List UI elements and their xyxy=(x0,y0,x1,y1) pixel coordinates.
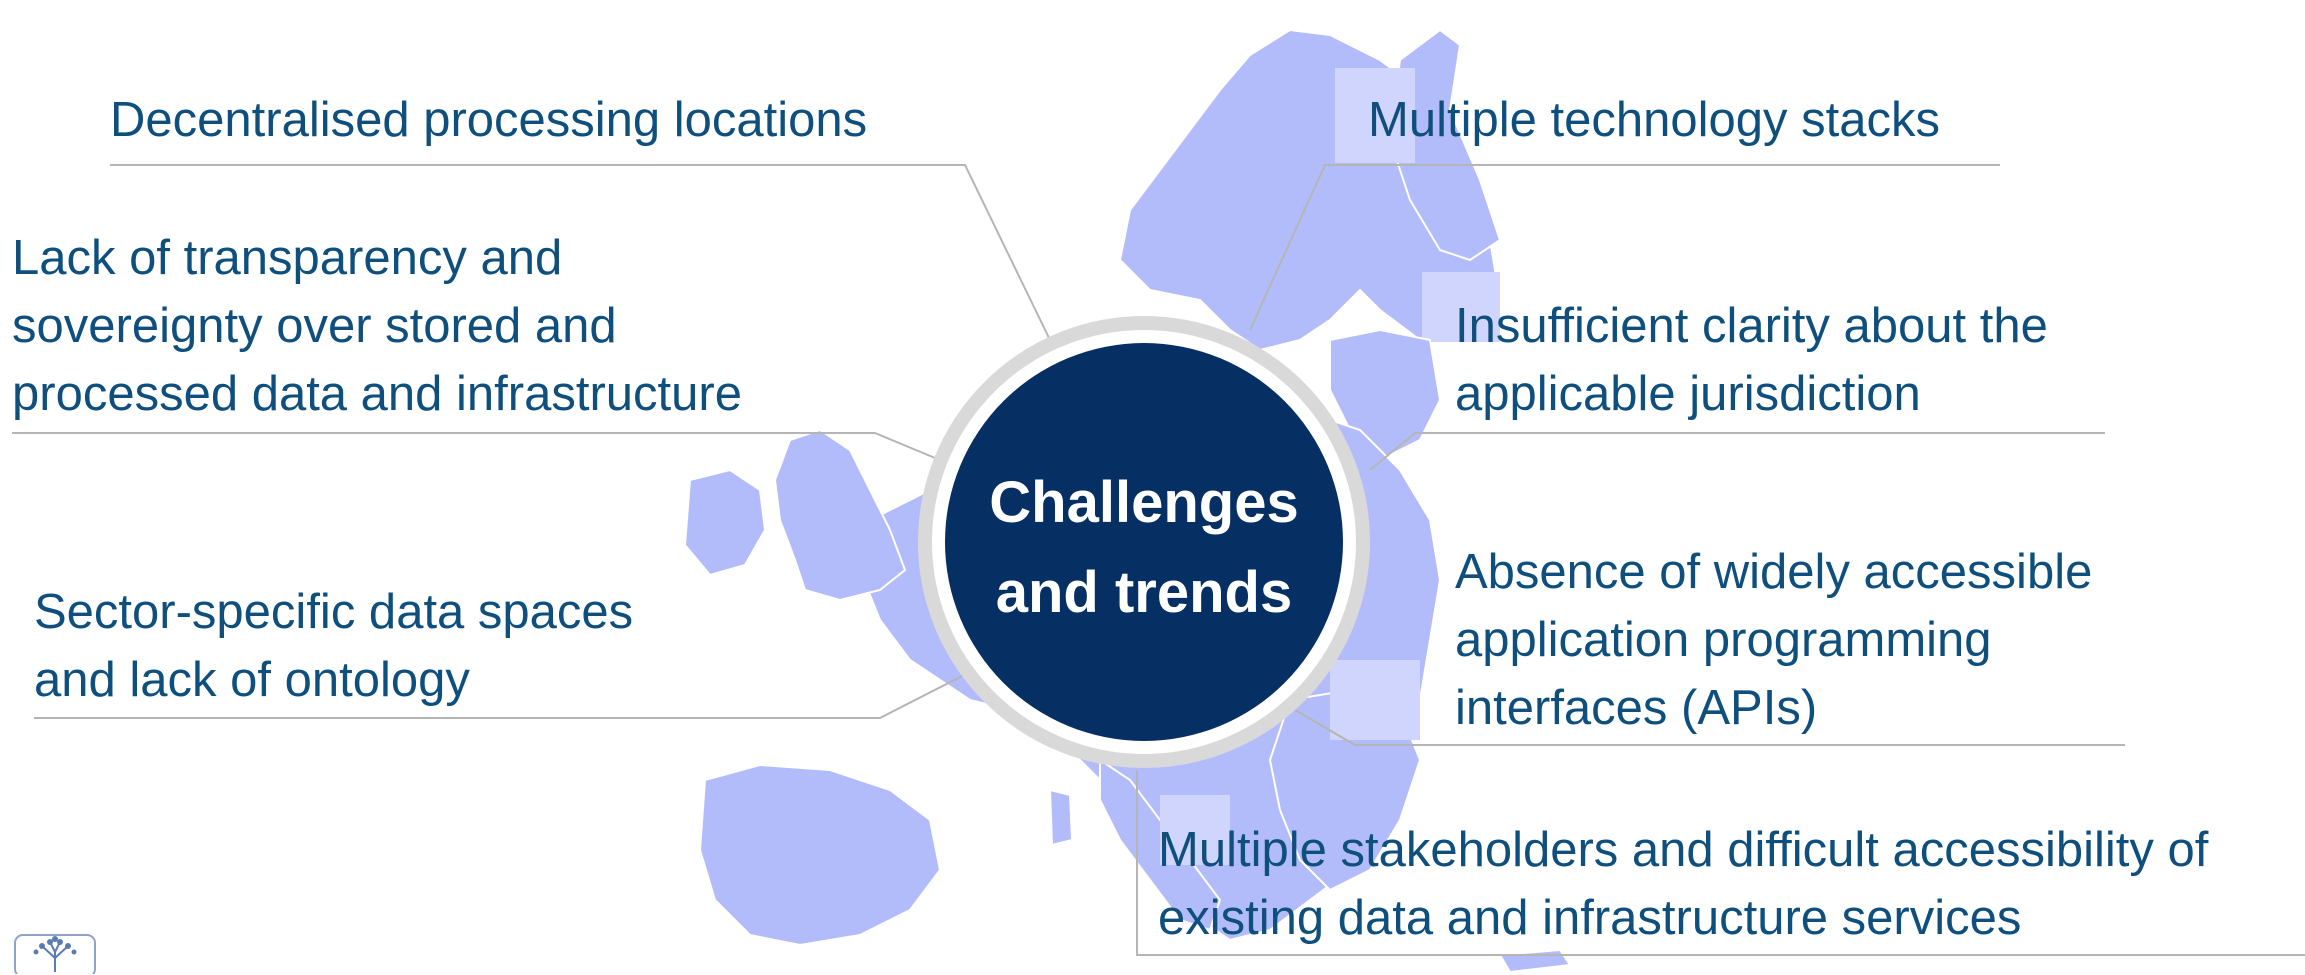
label-lack-of-transparency: Lack of transparency and sovereignty ove… xyxy=(12,224,742,428)
leader-line-jurisdiction xyxy=(1369,432,2105,471)
center-disc xyxy=(945,343,1343,741)
label-line: Absence of widely accessible xyxy=(1455,545,2093,599)
label-line: Multiple stakeholders and difficult acce… xyxy=(1158,823,2209,877)
label-line: and lack of ontology xyxy=(34,653,470,707)
leader-line-technology-stacks xyxy=(1249,164,2000,331)
label-multiple-technology-stacks: Multiple technology stacks xyxy=(1368,86,1940,154)
center-title-line-1: Challenges xyxy=(989,470,1299,535)
label-insufficient-clarity: Insufficient clarity about the applicabl… xyxy=(1455,292,2048,428)
label-line: processed data and infrastructure xyxy=(12,367,742,421)
label-line: Sector-specific data spaces xyxy=(34,585,634,639)
leader-lines xyxy=(12,164,2305,956)
label-sector-specific: Sector-specific data spaces and lack of … xyxy=(34,578,633,714)
label-line: interfaces (APIs) xyxy=(1455,681,1818,735)
map-highlight-east xyxy=(1422,272,1500,342)
label-line: Insufficient clarity about the xyxy=(1455,299,2048,353)
great-britain-shape xyxy=(773,428,907,602)
ireland-shape xyxy=(683,468,767,577)
leader-line-apis xyxy=(1294,709,2125,746)
leader-line-sector-specific xyxy=(34,671,971,719)
leader-line-transparency xyxy=(12,432,936,459)
map-highlight-southeast xyxy=(1330,660,1420,740)
label-line: Multiple technology stacks xyxy=(1368,93,1940,147)
iberia-shape xyxy=(698,763,942,947)
center-title-line-2: and trends xyxy=(995,560,1293,625)
label-line: applicable jurisdiction xyxy=(1455,367,1921,421)
label-line: Lack of transparency and xyxy=(12,231,563,285)
map-highlight-north xyxy=(1335,68,1415,163)
label-multiple-stakeholders: Multiple stakeholders and difficult acce… xyxy=(1158,816,2208,952)
finland-shape xyxy=(1388,28,1502,262)
map-highlight-south xyxy=(1160,795,1230,865)
label-absence-of-apis: Absence of widely accessible application… xyxy=(1455,538,2092,742)
island-shape xyxy=(1498,948,1572,974)
leader-line-stakeholders xyxy=(1136,770,2305,956)
label-decentralised-processing: Decentralised processing locations xyxy=(110,86,867,154)
label-line: existing data and infrastructure service… xyxy=(1158,891,2022,945)
center-circle xyxy=(918,316,1370,768)
label-line: Decentralised processing locations xyxy=(110,93,868,147)
leader-line-decentralised xyxy=(110,164,1051,341)
tree-logo-icon xyxy=(14,934,96,974)
center-title: Challenges and trends xyxy=(946,458,1342,638)
label-line: sovereignty over stored and xyxy=(12,299,617,353)
baltic-shape xyxy=(1329,328,1442,462)
sardinia-shape xyxy=(1048,788,1074,847)
label-line: application programming xyxy=(1455,613,1992,667)
